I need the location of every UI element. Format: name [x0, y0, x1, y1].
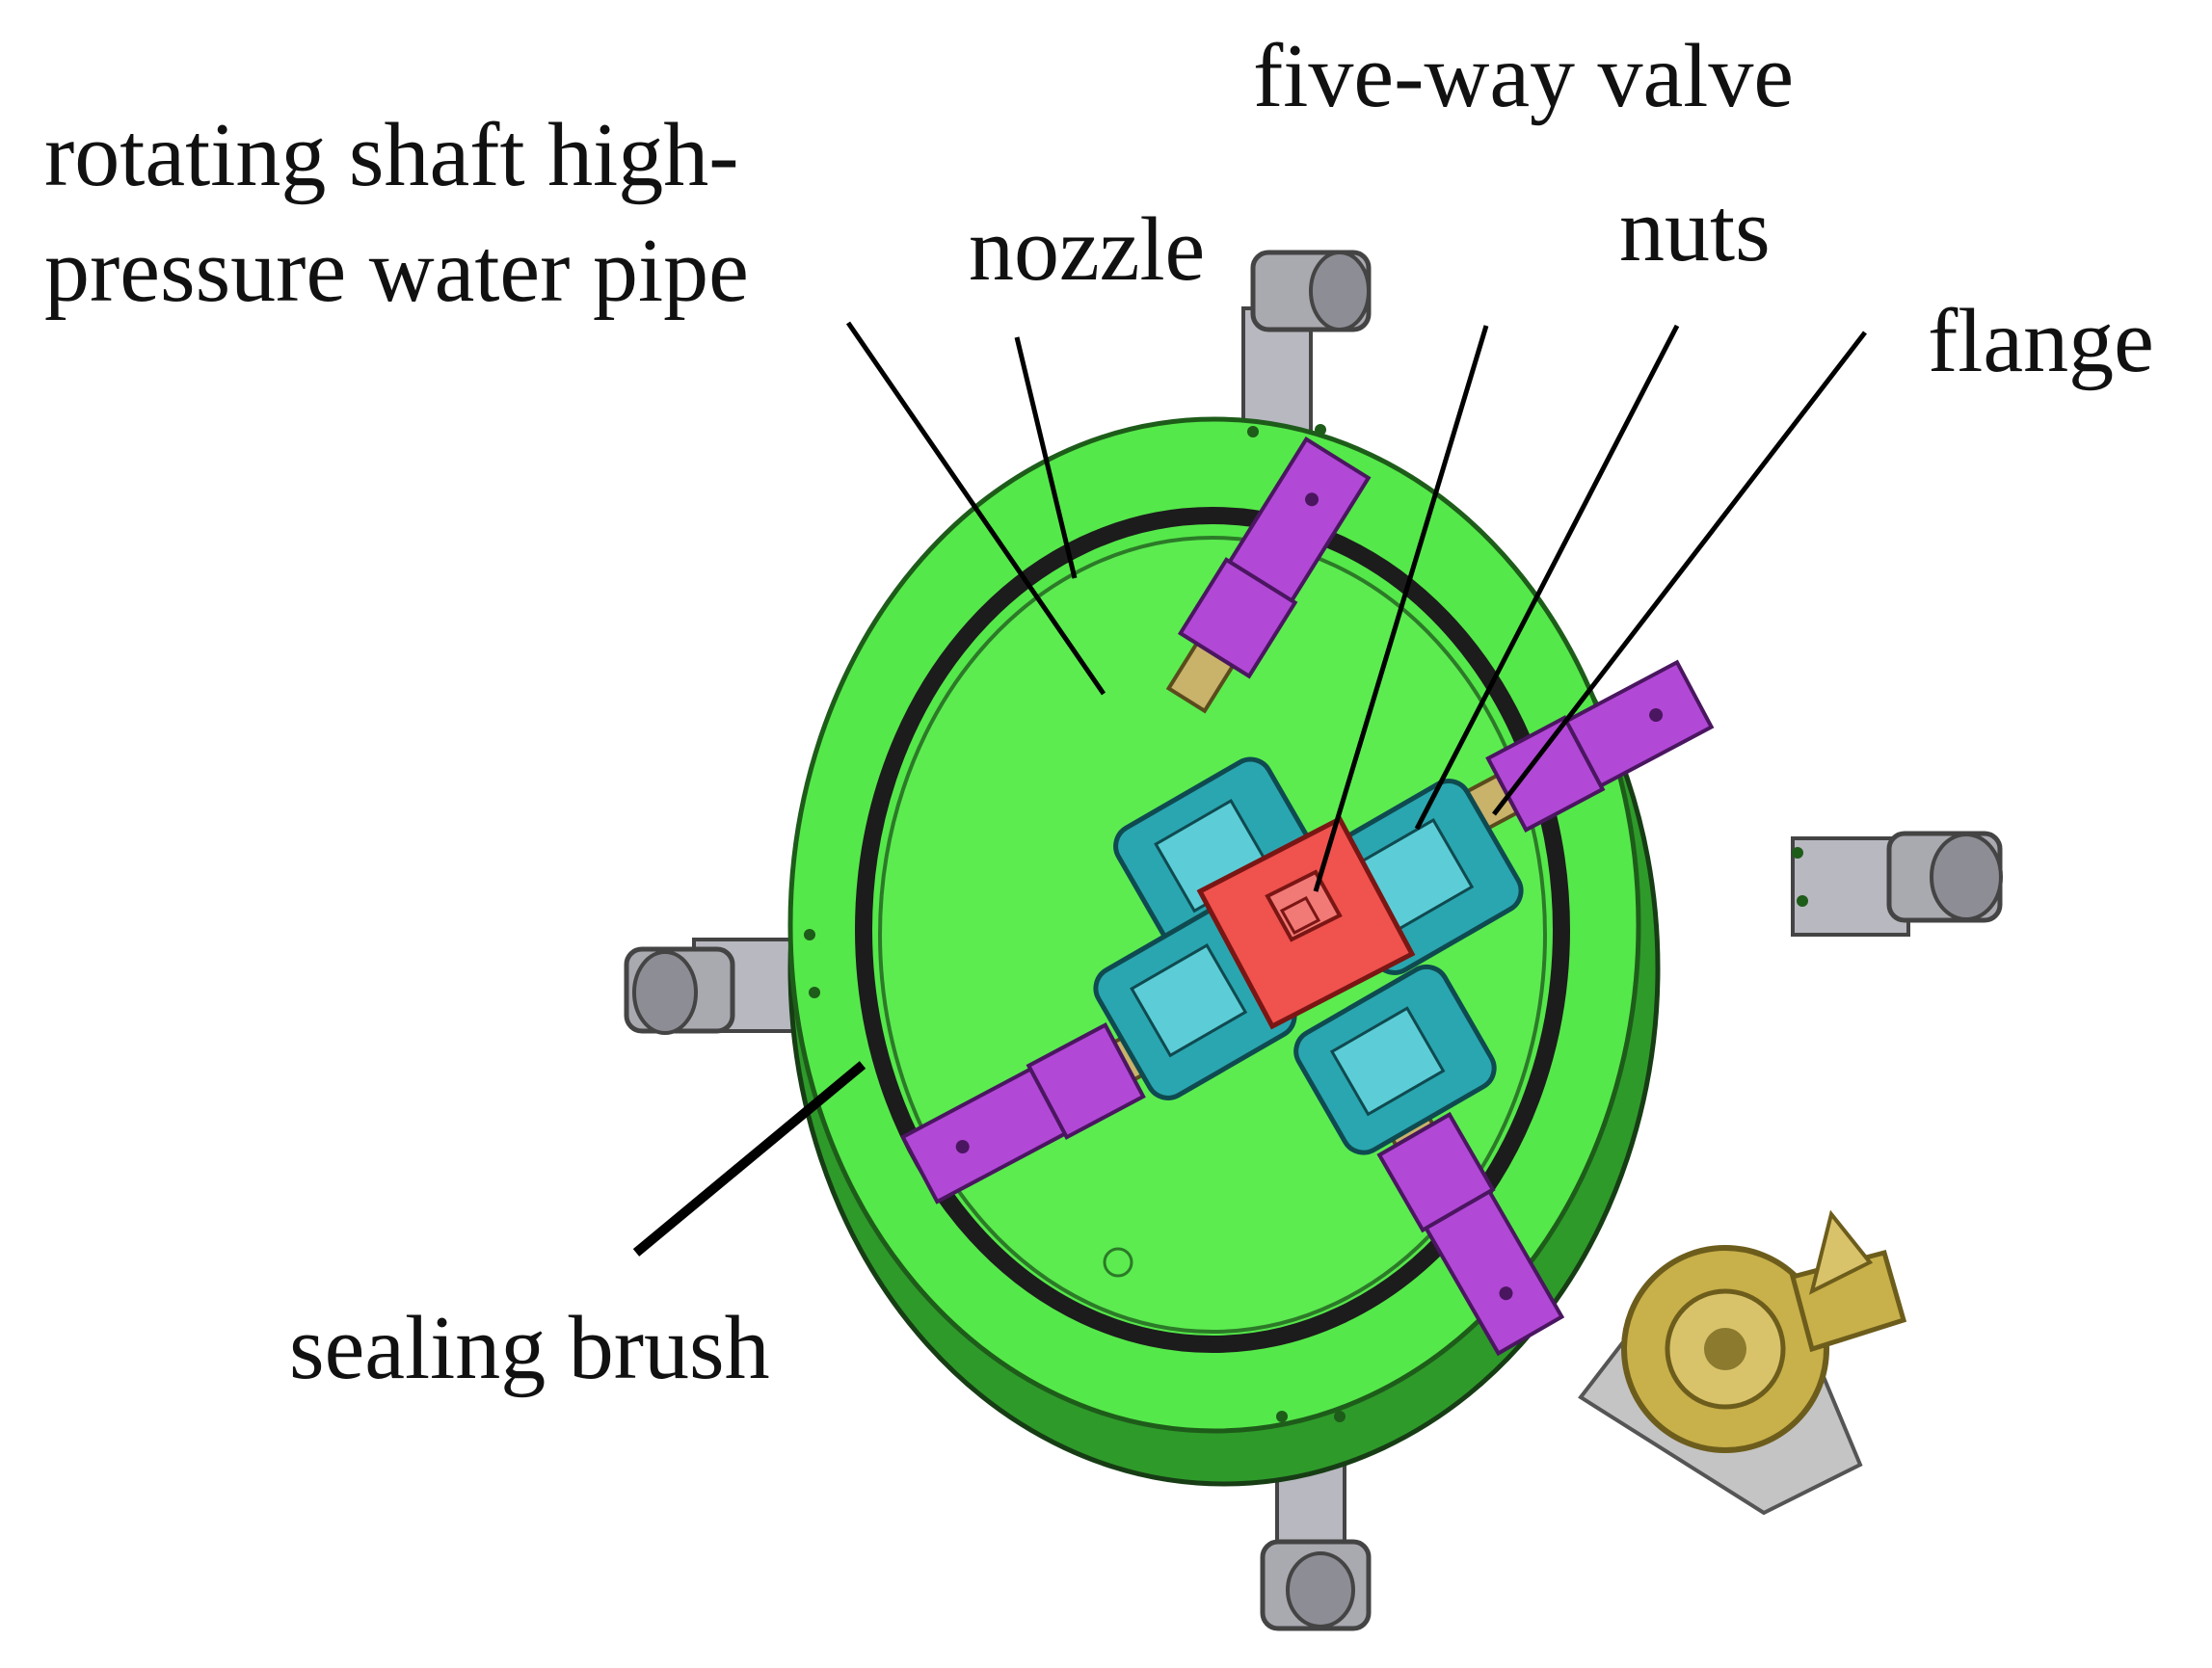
- motor-assembly: [1578, 1209, 1907, 1516]
- leader-nozzle: [1014, 336, 1078, 579]
- label-nozzle: nozzle: [969, 199, 1206, 300]
- caster-right: [1791, 831, 2003, 937]
- label-nuts: nuts: [1619, 180, 1771, 280]
- sealing-brush-ring: [855, 507, 1570, 1353]
- label-sealing-brush: sealing brush: [289, 1298, 770, 1398]
- caster-left: [624, 938, 802, 1035]
- leader-flange: [1492, 331, 1867, 816]
- leader-nuts: [1414, 324, 1680, 831]
- caster-top: [1241, 250, 1372, 436]
- nut-lower-right: [1293, 964, 1497, 1155]
- label-five-way-valve: five-way valve: [1253, 26, 1795, 126]
- label-rotating-shaft-line2: pressure water pipe: [44, 221, 749, 321]
- nozzle-arm-left: [899, 1014, 1185, 1205]
- nozzle-arm-upper-left: [1165, 437, 1372, 714]
- five-way-valve-block: [1196, 815, 1416, 1030]
- leader-sealing-brush: [632, 1061, 866, 1257]
- leader-rotating-shaft: [845, 321, 1106, 696]
- label-flange: flange: [1928, 291, 2154, 391]
- label-rotating-shaft-line1: rotating shaft high-: [44, 105, 739, 205]
- leader-five-way-valve: [1313, 325, 1489, 892]
